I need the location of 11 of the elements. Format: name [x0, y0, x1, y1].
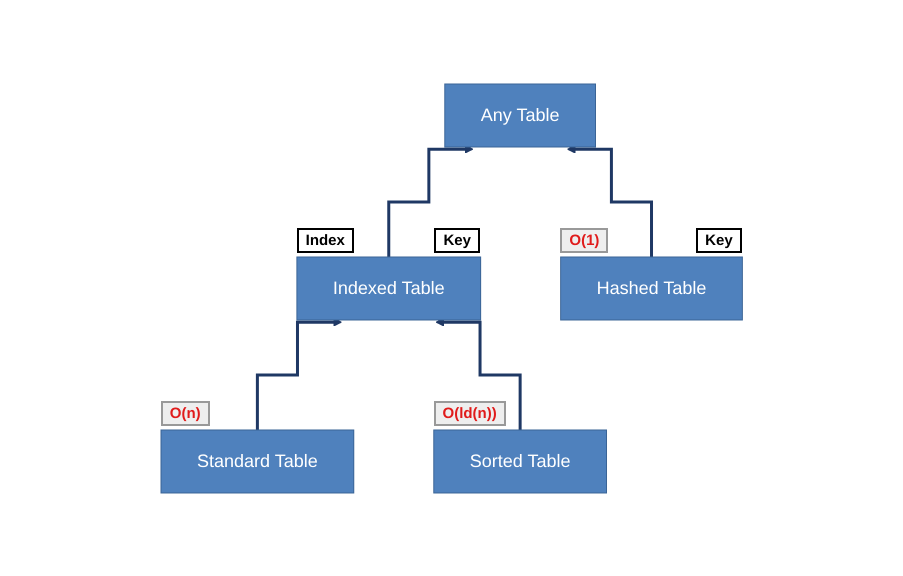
node-box: Hashed Table: [560, 256, 743, 320]
complexity-tag: O(ld(n)): [434, 401, 506, 426]
access-tag: Key: [434, 228, 480, 254]
access-tag: Key: [696, 228, 742, 254]
access-tag: Index: [296, 228, 354, 254]
node-box: Sorted Table: [433, 428, 607, 493]
node-box: Standard Table: [160, 428, 354, 493]
complexity-tag: O(1): [560, 228, 608, 254]
node-box: Any Table: [444, 83, 596, 147]
node-box: Indexed Table: [296, 256, 481, 320]
complexity-tag: O(n): [160, 401, 210, 426]
